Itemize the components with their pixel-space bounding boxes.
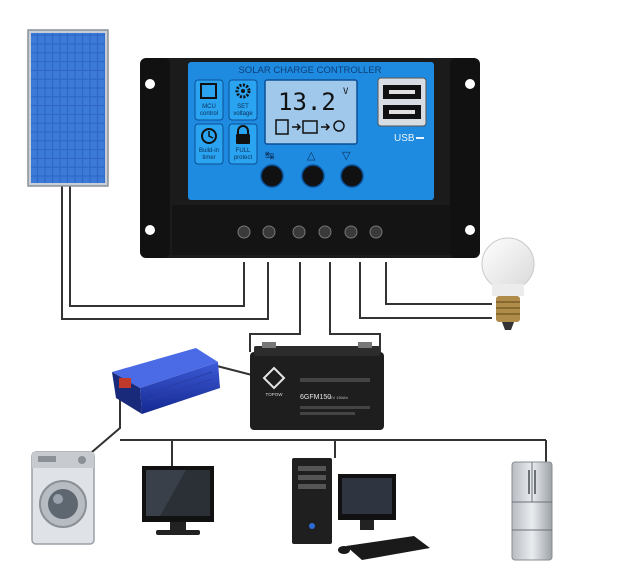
bulb-base	[496, 296, 520, 322]
terminal-pv-positive	[237, 225, 251, 239]
pc-keyboard	[346, 536, 430, 560]
svg-text:timer: timer	[202, 155, 215, 161]
svg-text:FULL: FULL	[236, 148, 251, 154]
solar-panel	[27, 29, 109, 187]
menu-button-legend: ↹	[265, 150, 274, 162]
svg-text:Build-in: Build-in	[199, 148, 219, 154]
inverter-battery-wire	[212, 364, 253, 376]
wiring	[61, 186, 547, 466]
down-button-legend: ▽	[342, 150, 351, 162]
usb-ports: USB	[377, 77, 427, 144]
lcd-flow-icons	[275, 119, 345, 135]
washing-machine	[31, 451, 95, 545]
feature-tiles: MCU control SET voltage Build-in timer F…	[194, 79, 258, 165]
down-button[interactable]	[340, 164, 364, 188]
light-bulb	[481, 237, 535, 330]
terminal-bat-negative	[318, 225, 332, 239]
gear-icon	[235, 83, 251, 99]
load-wire-positive	[359, 262, 492, 319]
chip-icon	[200, 83, 217, 99]
panel-wire-negative	[61, 186, 269, 320]
refrigerator	[511, 461, 553, 561]
lcd-battery-icon	[302, 120, 318, 134]
lcd-panel-icon	[275, 119, 289, 135]
up-button-legend: △	[307, 150, 316, 162]
lcd-arrow-icon-2	[321, 123, 331, 131]
load-wire-negative	[385, 262, 492, 305]
svg-text:control: control	[200, 111, 218, 117]
lcd-unit: V	[343, 87, 349, 97]
terminals	[237, 225, 383, 239]
up-button[interactable]	[301, 164, 325, 188]
lock-icon	[236, 125, 250, 144]
lcd-display: 13.2 V	[264, 79, 358, 145]
battery-model-note: 12V 150Ah	[328, 395, 348, 400]
lcd-arrow-icon	[292, 123, 302, 131]
inverter	[112, 348, 220, 414]
svg-text:SET: SET	[237, 104, 249, 110]
solar-charge-controller: SOLAR CHARGE CONTROLLER MCU control SET …	[140, 58, 480, 258]
terminal-bat-positive	[292, 225, 306, 239]
battery-brand: TOPOW	[266, 392, 284, 397]
battery-terminal-positive	[262, 342, 276, 348]
panel-wire-positive	[69, 186, 245, 307]
battery-wire-positive	[249, 262, 301, 352]
battery-model: 6GFM150	[300, 394, 331, 401]
battery-wire-negative	[329, 262, 381, 352]
usb-label: USB	[394, 133, 415, 144]
pc-mouse	[338, 546, 350, 554]
battery-terminal-negative	[358, 342, 372, 348]
battery: TOPOW 6GFM150 12V 150Ah	[250, 342, 384, 430]
lcd-voltage: 13.2	[278, 88, 336, 116]
terminal-strip	[172, 205, 450, 255]
inverter-outlet	[119, 378, 131, 388]
svg-text:voltage: voltage	[233, 111, 253, 117]
menu-button[interactable]	[260, 164, 284, 188]
clock-icon	[201, 128, 217, 144]
tv-monitor	[142, 466, 214, 535]
svg-text:MCU: MCU	[202, 104, 216, 110]
desktop-computer	[292, 458, 430, 560]
svg-text:protect: protect	[234, 155, 253, 161]
terminal-pv-negative	[262, 225, 276, 239]
terminal-load-negative	[369, 225, 383, 239]
terminal-load-positive	[344, 225, 358, 239]
battery-logo-icon	[262, 366, 286, 390]
controller-title: SOLAR CHARGE CONTROLLER	[238, 65, 381, 76]
lcd-bulb-icon	[333, 120, 345, 132]
